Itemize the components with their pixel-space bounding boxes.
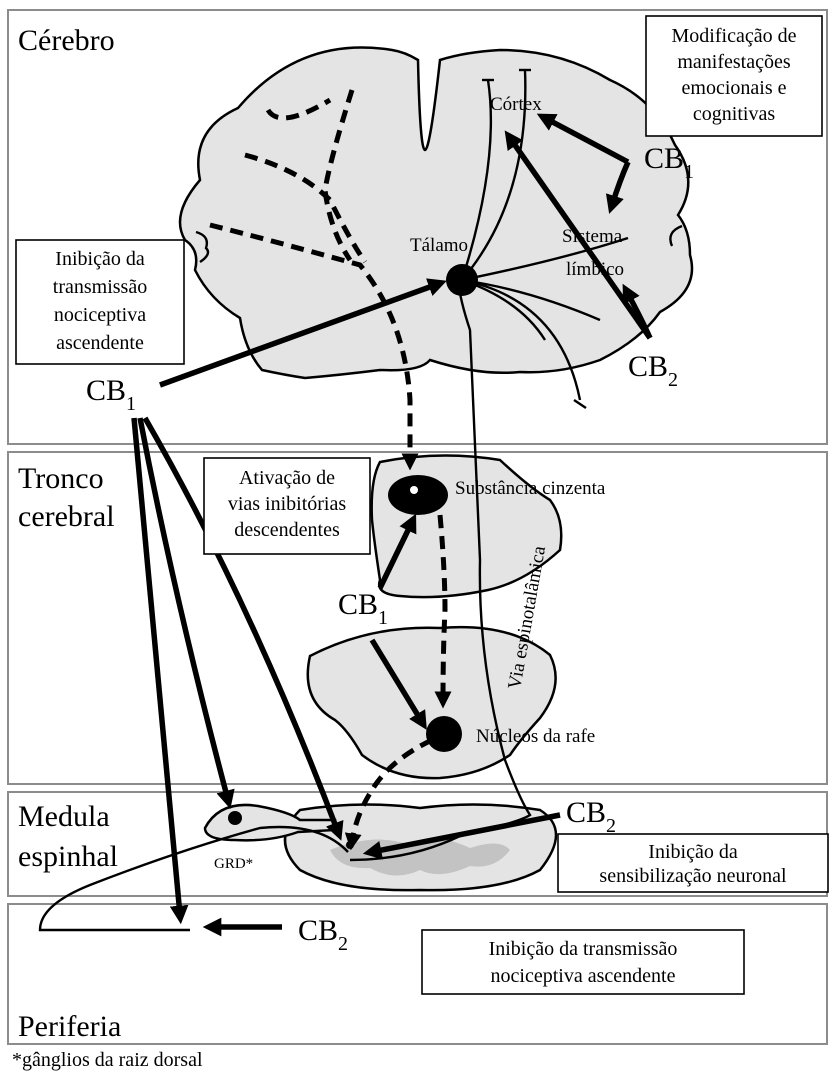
box-periphery-line: nociceptiva ascendente [491,965,676,987]
label-limbic-2: límbico [566,259,624,280]
gray-matter-dot [410,486,418,494]
label-gray-matter: Substância cinzenta [455,478,606,499]
box-sensitization-line: Inibição da [648,841,738,863]
descending-dashed-5 [440,515,445,700]
cb2-label-periphery: CB2 [298,914,348,955]
region-spinal-2: espinhal [18,840,118,873]
label-raphe: Núcleos da rafe [476,726,595,747]
box-emotional-line: emocionais e [682,77,787,99]
box-periphery: Inibição da transmissão nociceptiva asce… [422,930,744,994]
label-cortex: Córtex [490,94,542,115]
label-thalamus: Tálamo [410,235,468,256]
cb2-label-spinal: CB2 [566,796,616,837]
box-emotional-line: Modificação de [672,25,797,47]
box-descending-activation: Ativação de vias inibitórias descendente… [204,458,370,554]
box-ascending-line: ascendente [56,332,144,354]
region-spinal-1: Medula [18,800,110,833]
footnote: *gânglios da raiz dorsal [12,1049,203,1071]
brain-outline [180,47,692,378]
fiber-tick-3 [574,400,586,408]
label-drg: GRD* [214,856,253,872]
box-emotional-line: manifestações [677,51,790,73]
box-descending-line: descendentes [234,519,340,541]
box-ascending-line: transmissão [53,276,147,298]
box-descending-line: Ativação de [239,467,335,489]
box-descending-line: vias inibitórias [228,493,347,515]
gray-matter-nucleus [388,475,448,515]
box-emotional-line: cognitivas [693,103,775,125]
box-emotional: Modificação de manifestações emocionais … [646,16,822,136]
box-periphery-line: Inibição da transmissão [489,938,678,960]
label-limbic-1: Sistema [562,226,623,247]
dorsal-horn-synapse [346,841,354,849]
cb1-label-left: CB1 [86,374,136,415]
box-sensitization: Inibição da sensibilização neuronal [558,834,828,892]
drg-neuron [228,811,242,825]
thalamus-nucleus [446,264,478,296]
cb2-label-limbic: CB2 [628,350,678,391]
cb1-label-brainstem: CB1 [338,588,388,629]
box-sensitization-line: sensibilização neuronal [599,865,787,887]
region-brainstem-1: Tronco [18,462,104,495]
region-periphery: Periferia [18,1010,121,1043]
box-ascending-line: nociceptiva [54,304,146,326]
box-ascending-line: Inibição da [55,248,145,270]
box-ascending-inhibition: Inibição da transmissão nociceptiva asce… [16,240,184,364]
region-brain: Cérebro [18,24,115,57]
region-brainstem-2: cerebral [18,500,115,533]
raphe-nucleus [426,716,462,752]
